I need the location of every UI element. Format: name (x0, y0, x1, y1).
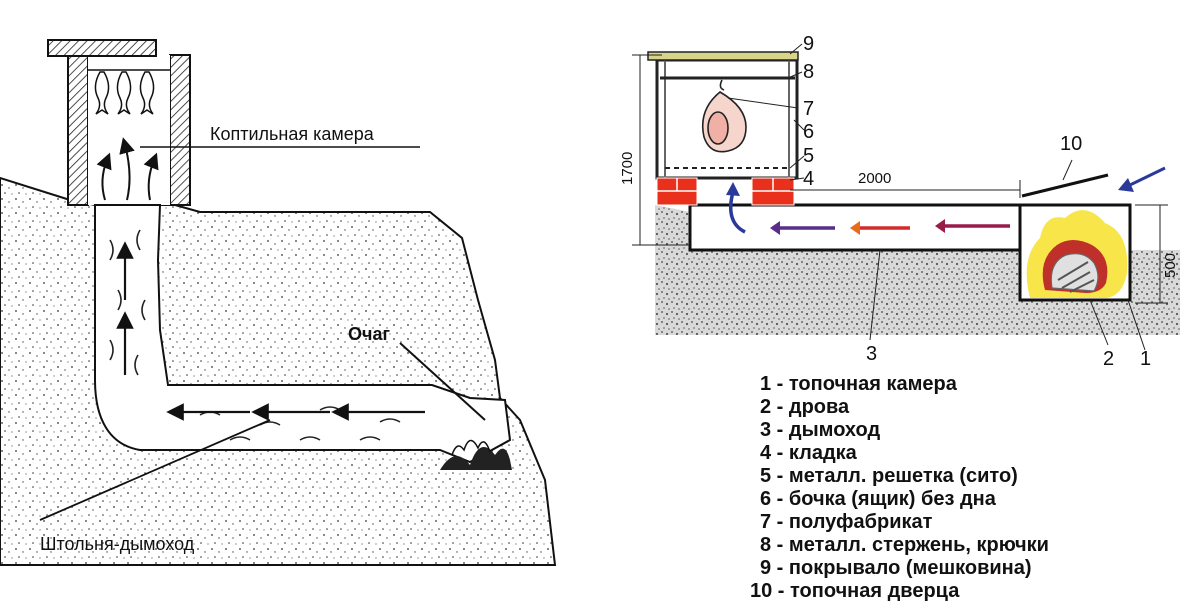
callout-8: 8 (803, 61, 814, 83)
fish-icon (116, 71, 132, 115)
left-soil (0, 176, 557, 566)
legend-item-7: 7 - полуфабрикат (760, 511, 933, 533)
right-diagram: 1700 2000 500 9 8 7 6 5 4 10 3 2 1 (619, 33, 1180, 602)
callout-leaders (727, 43, 1146, 351)
legend-item-5: 5 - металл. решетка (сито) (760, 465, 1018, 487)
legend-item-6: 6 - бочка (ящик) без дна (760, 488, 997, 510)
dimensions (632, 54, 1168, 304)
tunnel-flow-arrows (116, 241, 425, 421)
callout-numbers: 9 8 7 6 5 4 10 3 2 1 (803, 33, 1151, 370)
legend-item-3: 3 - дымоход (760, 419, 881, 441)
dim-depth-label: 500 (1162, 253, 1179, 278)
ham-icon (701, 79, 747, 153)
inlet-arrow (1129, 166, 1166, 187)
callout-1: 1 (1140, 348, 1151, 370)
smoke-chamber-label: Коптильная камера (210, 124, 375, 144)
fish-icon (94, 71, 110, 115)
chamber-left-wall (67, 54, 89, 206)
legend-item-1: 1 - топочная камера (760, 373, 958, 395)
dim-length-label: 2000 (858, 170, 891, 187)
hearth-label: Очаг (348, 324, 390, 344)
firewood-icon (1057, 261, 1095, 293)
legend-item-8: 8 - металл. стержень, крючки (760, 534, 1049, 556)
chamber-lid (47, 39, 157, 57)
legend-item-2: 2 - дрова (760, 396, 850, 418)
legend-item-10: 10 - топочная дверца (750, 580, 960, 602)
legend: 1 - топочная камера 2 - дрова 3 - дымохо… (750, 373, 1049, 602)
fish-icon (139, 71, 155, 115)
burlap-cover (647, 51, 799, 61)
dim-height-label: 1700 (619, 152, 636, 185)
legend-item-4: 4 - кладка (760, 442, 858, 464)
firebox-door (1021, 173, 1109, 198)
fire-icon (1026, 210, 1128, 298)
chamber-smoke-arrows (96, 137, 159, 201)
flue-flow-arrows (726, 182, 1010, 235)
callout-10: 10 (1060, 133, 1082, 155)
hanging-fish-group (88, 69, 170, 115)
legend-item-9: 9 - покрывало (мешковина) (760, 557, 1032, 579)
callout-6: 6 (803, 121, 814, 143)
callout-7: 7 (803, 98, 814, 120)
smoke-tunnel (94, 204, 512, 464)
chamber-right-wall (169, 54, 191, 206)
brick-masonry (656, 177, 795, 206)
callout-9: 9 (803, 33, 814, 55)
callout-2: 2 (1103, 348, 1114, 370)
callout-4: 4 (803, 168, 814, 190)
tunnel-label: Штольня-дымоход (40, 534, 195, 554)
left-diagram: Коптильная камера Очаг Штольня-дымоход (0, 39, 557, 566)
hearth-fire-icon (440, 439, 512, 470)
callout-5: 5 (803, 145, 814, 167)
callout-3: 3 (866, 343, 877, 365)
